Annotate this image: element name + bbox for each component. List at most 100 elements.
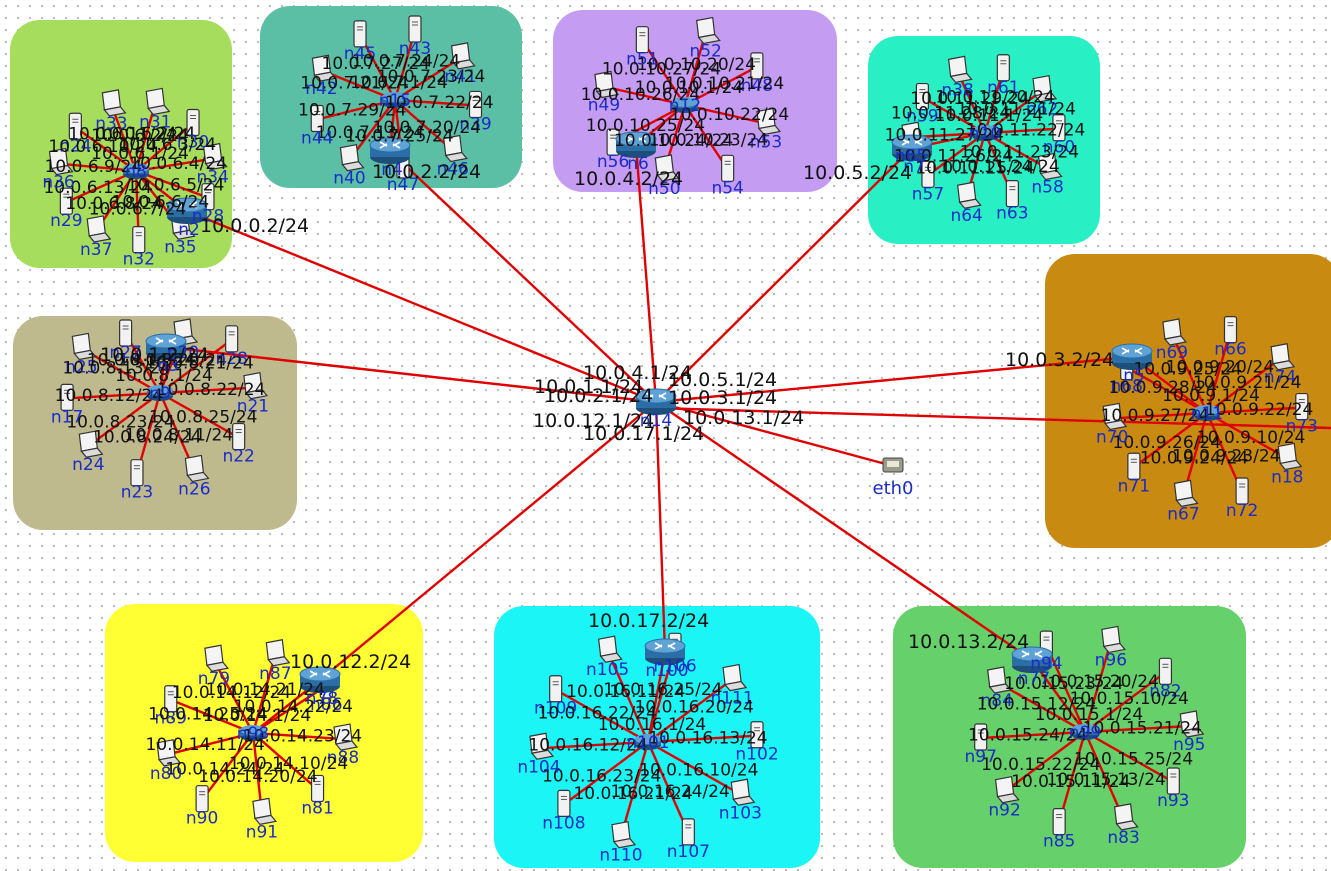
link-n14-eth0[interactable] bbox=[655, 400, 894, 468]
link-n9-n21[interactable] bbox=[159, 386, 253, 395]
host-n60-icon[interactable] bbox=[1052, 114, 1066, 142]
link-n8-n30[interactable] bbox=[135, 122, 194, 172]
link-n14-offscreen[interactable] bbox=[655, 406, 1331, 430]
host-n59-icon[interactable] bbox=[915, 82, 929, 111]
link-n14-n4[interactable] bbox=[389, 150, 657, 403]
host-n81-icon[interactable] bbox=[310, 774, 325, 803]
link-n100-n101[interactable] bbox=[646, 651, 667, 743]
host-n44-icon[interactable] bbox=[310, 104, 324, 133]
link-n98-n89[interactable] bbox=[170, 698, 254, 735]
router-n78-icon[interactable] bbox=[299, 666, 341, 693]
host-n42-icon[interactable] bbox=[311, 54, 337, 82]
link-n8-n33[interactable] bbox=[110, 104, 138, 172]
host-n69-icon[interactable] bbox=[1162, 318, 1188, 346]
switch-n99-icon[interactable] bbox=[1072, 724, 1098, 740]
host-n80-icon[interactable] bbox=[156, 739, 182, 767]
host-n51-icon[interactable] bbox=[635, 26, 649, 54]
ethernet-interface-icon[interactable] bbox=[882, 457, 904, 473]
host-n28-icon[interactable] bbox=[225, 325, 239, 353]
link-n101-n111[interactable] bbox=[647, 678, 733, 743]
host-n74-icon[interactable] bbox=[1270, 343, 1296, 371]
link-n14-n7[interactable] bbox=[655, 147, 913, 403]
link-n11-n68[interactable] bbox=[1126, 366, 1208, 415]
host-n23-icon[interactable] bbox=[130, 459, 144, 487]
link-n99-n83[interactable] bbox=[1083, 731, 1125, 820]
host-n49-icon[interactable] bbox=[594, 70, 620, 99]
router-n4-icon[interactable] bbox=[369, 137, 411, 164]
link-n99-n95[interactable] bbox=[1084, 724, 1190, 734]
host-n105-icon[interactable] bbox=[597, 635, 623, 663]
host-n32-icon[interactable] bbox=[132, 226, 146, 254]
link-n101-n103[interactable] bbox=[647, 740, 741, 796]
host-n31-icon[interactable] bbox=[145, 87, 171, 116]
link-n101-n102[interactable] bbox=[647, 734, 758, 744]
link-n15-n42[interactable] bbox=[320, 69, 396, 102]
host-n67-icon[interactable] bbox=[1173, 479, 1199, 508]
link-n11-n73[interactable] bbox=[1206, 406, 1302, 415]
link-n11-n70[interactable] bbox=[1112, 411, 1208, 420]
router-n5-icon[interactable] bbox=[1111, 343, 1153, 370]
link-n101-n105[interactable] bbox=[606, 650, 650, 743]
host-n39-icon[interactable] bbox=[468, 90, 483, 119]
host-n61-icon[interactable] bbox=[996, 54, 1010, 82]
host-n29-icon[interactable] bbox=[59, 187, 73, 215]
host-n34-icon[interactable] bbox=[203, 142, 228, 171]
link-n98-n88[interactable] bbox=[252, 731, 344, 741]
link-n98-n80[interactable] bbox=[165, 731, 254, 756]
switch-n9-icon[interactable] bbox=[147, 385, 173, 401]
host-n30-icon[interactable] bbox=[186, 108, 200, 137]
host-n52-icon[interactable] bbox=[696, 16, 721, 45]
link-n15-n46[interactable] bbox=[394, 99, 454, 152]
link-n12-n48[interactable] bbox=[684, 65, 758, 107]
link-n99-n97[interactable] bbox=[980, 730, 1086, 740]
link-n98-n90[interactable] bbox=[201, 732, 254, 801]
link-n9-n22[interactable] bbox=[159, 391, 240, 439]
switch-n11-icon[interactable] bbox=[1194, 405, 1220, 421]
host-n18-icon[interactable] bbox=[1277, 442, 1303, 471]
link-n8-n24[interactable] bbox=[74, 126, 137, 172]
link-n101-n110[interactable] bbox=[619, 741, 650, 838]
router-n77-icon[interactable] bbox=[1011, 646, 1053, 673]
host-n64-icon[interactable] bbox=[957, 181, 982, 209]
host-n24-icon[interactable] bbox=[78, 430, 104, 458]
link-n98-n81[interactable] bbox=[252, 732, 319, 791]
host-n62-icon[interactable] bbox=[1032, 74, 1058, 103]
host-n57-icon[interactable] bbox=[921, 160, 935, 188]
host-n37-icon[interactable] bbox=[86, 215, 112, 243]
host-n102-icon[interactable] bbox=[750, 721, 764, 749]
link-n14-n77[interactable] bbox=[655, 401, 1033, 661]
host-n50-icon[interactable] bbox=[654, 154, 680, 182]
host-n71-icon[interactable] bbox=[1127, 452, 1141, 480]
router-n2-icon[interactable] bbox=[166, 197, 208, 224]
link-n10-n62[interactable] bbox=[984, 89, 1043, 134]
host-n17-icon[interactable] bbox=[60, 383, 74, 411]
link-n98-n87[interactable] bbox=[251, 654, 277, 734]
host-n83-icon[interactable] bbox=[1113, 803, 1139, 831]
host-n63-icon[interactable] bbox=[1005, 180, 1019, 208]
switch-n98-icon[interactable] bbox=[240, 725, 266, 741]
link-n15-n39[interactable] bbox=[394, 98, 476, 107]
link-n98-n86[interactable] bbox=[252, 684, 327, 735]
link-n14-n5[interactable] bbox=[655, 355, 1133, 404]
host-n107-icon[interactable] bbox=[681, 818, 695, 846]
host-n25-icon[interactable] bbox=[71, 332, 97, 361]
link-n9-n28[interactable] bbox=[159, 338, 233, 394]
link-n15-n41[interactable] bbox=[394, 56, 462, 102]
link-n9-n24[interactable] bbox=[87, 392, 161, 448]
link-n11-n71[interactable] bbox=[1133, 412, 1208, 469]
link-n101-n107[interactable] bbox=[646, 741, 690, 834]
link-n14-n3[interactable] bbox=[165, 345, 657, 404]
link-n12-n53[interactable] bbox=[684, 103, 767, 125]
host-n41-icon[interactable] bbox=[450, 42, 476, 70]
switch-n101-icon[interactable] bbox=[635, 734, 661, 750]
router-n6-icon[interactable] bbox=[615, 131, 657, 158]
host-n103-icon[interactable] bbox=[730, 778, 756, 806]
link-n14-n100[interactable] bbox=[654, 401, 667, 653]
host-n43-icon[interactable] bbox=[408, 15, 422, 43]
host-n108-icon[interactable] bbox=[557, 789, 571, 818]
switch-n12-icon[interactable] bbox=[672, 97, 698, 113]
link-n8-n31[interactable] bbox=[134, 103, 157, 172]
host-n91-icon[interactable] bbox=[252, 797, 278, 826]
host-n54-icon[interactable] bbox=[721, 154, 735, 182]
